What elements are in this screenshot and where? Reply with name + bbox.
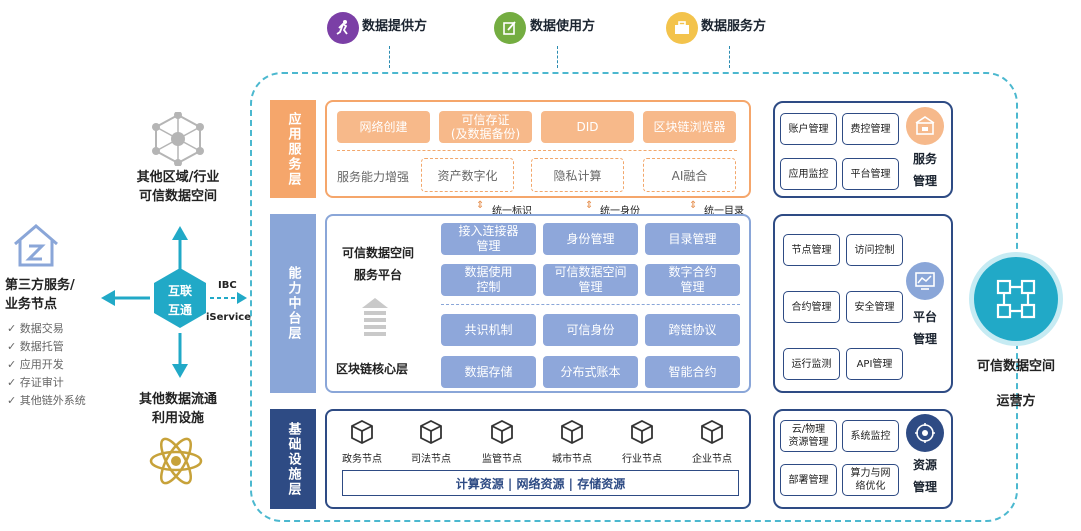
- provider-arrow: [389, 46, 390, 68]
- cube-icon: [351, 419, 373, 448]
- ai-fusion-item[interactable]: AI融合: [643, 158, 736, 192]
- capability-layer-tag: 能力中台层: [270, 214, 316, 393]
- app-layer-tag: 应用服务层: [270, 100, 316, 198]
- other-space-label: 其他区域/行业 可信数据空间: [136, 170, 220, 204]
- data-storage-button[interactable]: 数据存储: [441, 356, 536, 388]
- operator-label-line2: 运营方: [996, 394, 1036, 409]
- unify-identity-label: 统一身份: [600, 206, 640, 217]
- unify-id-arrow: ⇕: [476, 200, 485, 211]
- connector-mgmt-button[interactable]: 接入连接器 管理: [441, 223, 536, 255]
- operator-label-line1: 可信数据空间: [976, 359, 1055, 374]
- usage-control-button[interactable]: 数据使用 控制: [441, 264, 536, 296]
- consensus-button[interactable]: 共识机制: [441, 314, 536, 346]
- did-button[interactable]: DID: [541, 111, 634, 143]
- runner-icon: [327, 12, 359, 44]
- user-arrow: [557, 46, 558, 68]
- cross-chain-button[interactable]: 跨链协议: [645, 314, 740, 346]
- list-item: ✓ 应用开发: [7, 358, 64, 371]
- compute-network-box[interactable]: 算力与网 络优化: [842, 464, 899, 496]
- cube-icon: [701, 419, 723, 448]
- space-mgmt-button[interactable]: 可信数据空间 管理: [543, 264, 638, 296]
- infra-node-label: 监管节点: [482, 454, 522, 465]
- asset-digitization-item[interactable]: 资产数字化: [421, 158, 514, 192]
- ops-monitor-box[interactable]: 运行监测: [783, 348, 840, 380]
- system-monitor-box[interactable]: 系统监控: [842, 420, 899, 452]
- core-title: 区块链核心层: [336, 362, 409, 376]
- app-monitor-box[interactable]: 应用监控: [780, 158, 837, 190]
- unify-identity-arrow: ⇕: [585, 200, 594, 211]
- contract-admin-box[interactable]: 合约管理: [783, 291, 840, 323]
- infra-layer-tag: 基础设施层: [270, 409, 316, 509]
- service-arrow: [729, 46, 730, 68]
- infra-node-label: 司法节点: [411, 454, 451, 465]
- infra-node-label: 行业节点: [622, 454, 662, 465]
- data-provider-label: 数据提供方: [362, 19, 428, 34]
- infra-node-label: 城市节点: [552, 454, 592, 465]
- cloud-resource-box[interactable]: 云/物理 资源管理: [780, 420, 837, 452]
- blockchain-browser-button[interactable]: 区块链浏览器: [643, 111, 736, 143]
- list-item: ✓ 存证审计: [7, 376, 64, 389]
- hub-label: 互联 互通: [167, 284, 192, 317]
- fee-control-box[interactable]: 费控管理: [842, 113, 899, 145]
- deploy-mgmt-box[interactable]: 部署管理: [780, 464, 837, 496]
- resource-mgmt-icon: [906, 414, 944, 452]
- third-party-list: ✓ 数据交易 ✓ 数据托管 ✓ 应用开发 ✓ 存证审计 ✓ 其他链外系统: [7, 320, 86, 410]
- infra-node-label: 企业节点: [692, 454, 732, 465]
- identity-mgmt-button[interactable]: 身份管理: [543, 223, 638, 255]
- third-party-label: 第三方服务/ 业务节点: [5, 278, 75, 312]
- ibc-label: IBC: [218, 280, 237, 291]
- infra-node-label: 政务节点: [342, 454, 382, 465]
- edit-icon: [494, 12, 526, 44]
- privacy-computing-item[interactable]: 隐私计算: [531, 158, 624, 192]
- contract-mgmt-button[interactable]: 数字合约 管理: [645, 264, 740, 296]
- data-service-label: 数据服务方: [701, 19, 767, 34]
- service-mgmt-icon: [906, 107, 944, 145]
- trusted-notarization-button[interactable]: 可信存证 (及数据备份): [439, 111, 532, 143]
- operator-icon: [974, 257, 1058, 341]
- list-item: ✓ 其他链外系统: [7, 394, 86, 407]
- network-creation-button[interactable]: 网络创建: [337, 111, 430, 143]
- node-mgmt-box[interactable]: 节点管理: [783, 234, 840, 266]
- resource-mgmt-label: 资源 管理: [912, 458, 937, 494]
- network-nodes-icon: [151, 111, 205, 167]
- catalog-mgmt-button[interactable]: 目录管理: [645, 223, 740, 255]
- home-icon: [11, 222, 61, 268]
- data-user-label: 数据使用方: [530, 19, 596, 34]
- cube-icon: [420, 419, 442, 448]
- cube-icon: [561, 419, 583, 448]
- access-control-box[interactable]: 访问控制: [846, 234, 903, 266]
- platform-mgmt-label: 平台 管理: [912, 310, 937, 346]
- cube-icon: [631, 419, 653, 448]
- api-mgmt-box[interactable]: API管理: [846, 348, 903, 380]
- other-infra-label: 其他数据流通 利用设施: [138, 392, 217, 426]
- list-item: ✓ 数据交易: [7, 322, 64, 335]
- layers-stack-icon: [352, 298, 398, 338]
- service-mgmt-label: 服务 管理: [912, 152, 937, 188]
- unify-catalog-arrow: ⇕: [689, 200, 698, 211]
- distributed-ledger-button[interactable]: 分布式账本: [543, 356, 638, 388]
- enhance-label: 服务能力增强: [337, 170, 410, 184]
- trusted-identity-button[interactable]: 可信身份: [543, 314, 638, 346]
- resources-bar: 计算资源 | 网络资源 | 存储资源: [342, 470, 739, 496]
- briefcase-icon: [666, 12, 698, 44]
- platform-mgmt-icon: [906, 262, 944, 300]
- capability-divider: [441, 304, 740, 305]
- list-item: ✓ 数据托管: [7, 340, 64, 353]
- unify-id-label: 统一标识: [492, 206, 532, 217]
- iservice-label: iService: [206, 312, 251, 323]
- infra-panel: [325, 409, 751, 509]
- unify-catalog-label: 统一目录: [704, 206, 744, 217]
- platform-title: 可信数据空间 服务平台: [341, 246, 414, 282]
- app-layer-divider: [337, 150, 737, 151]
- hub-arrows: [95, 218, 265, 388]
- atom-icon: [148, 433, 204, 489]
- security-mgmt-box[interactable]: 安全管理: [846, 291, 903, 323]
- platform-admin-box[interactable]: 平台管理: [842, 158, 899, 190]
- account-mgmt-box[interactable]: 账户管理: [780, 113, 837, 145]
- smart-contract-button[interactable]: 智能合约: [645, 356, 740, 388]
- cube-icon: [491, 419, 513, 448]
